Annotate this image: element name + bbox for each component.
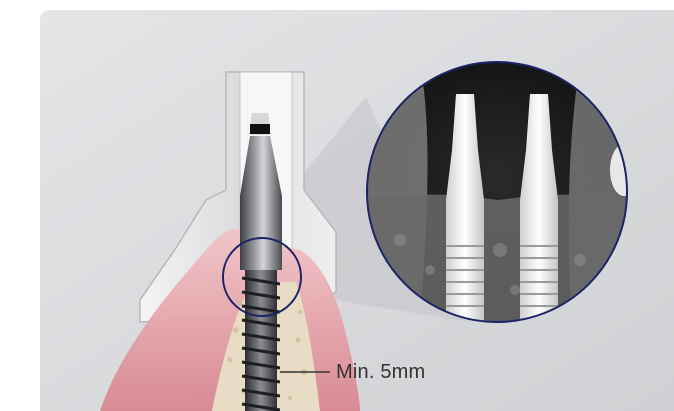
driver-band	[250, 124, 270, 134]
minimum-depth-label: Min. 5mm	[336, 361, 425, 384]
